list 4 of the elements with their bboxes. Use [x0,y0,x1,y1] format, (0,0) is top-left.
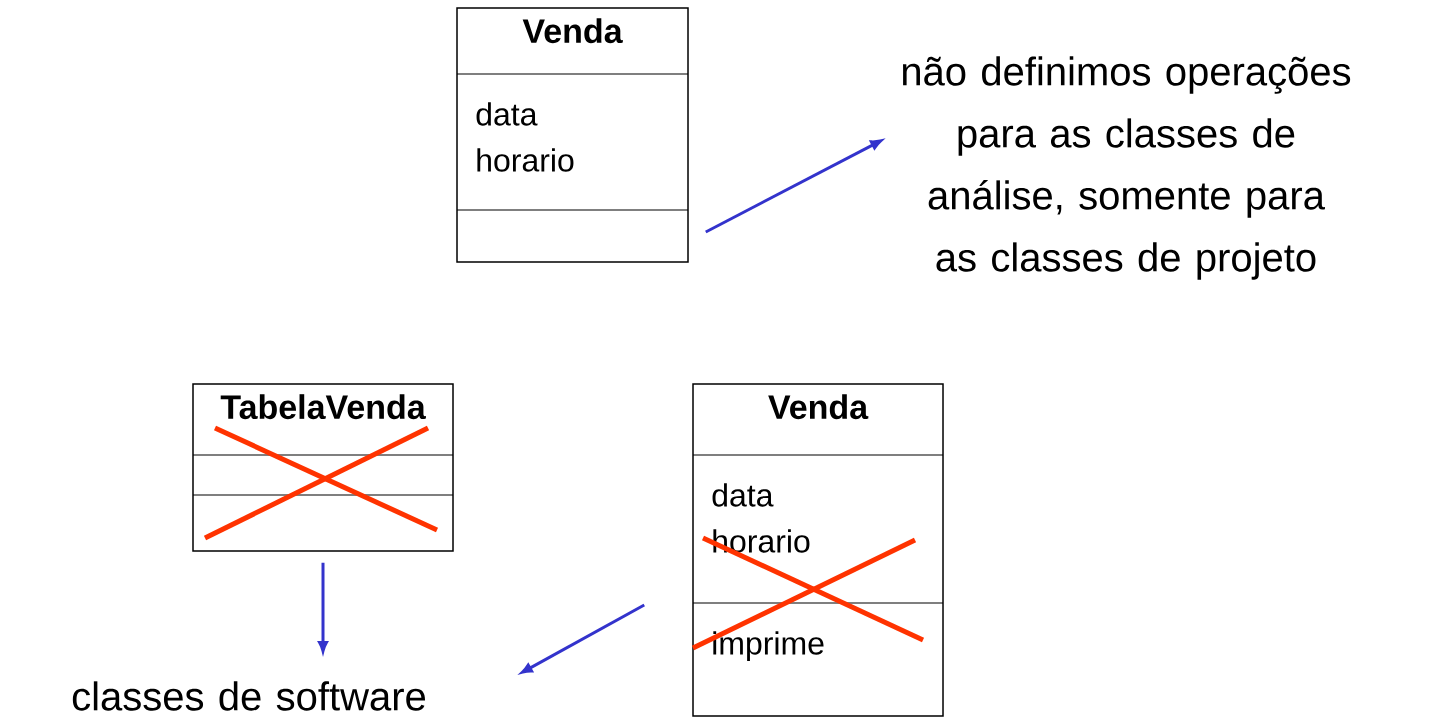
class-box: Venda data horario [456,7,689,263]
note-text: classes de software [72,681,425,711]
note-text: não definimos operações para as classes de análise, somente para as classes de projeto [902,56,1351,280]
class-box: TabelaVenda [192,383,454,552]
